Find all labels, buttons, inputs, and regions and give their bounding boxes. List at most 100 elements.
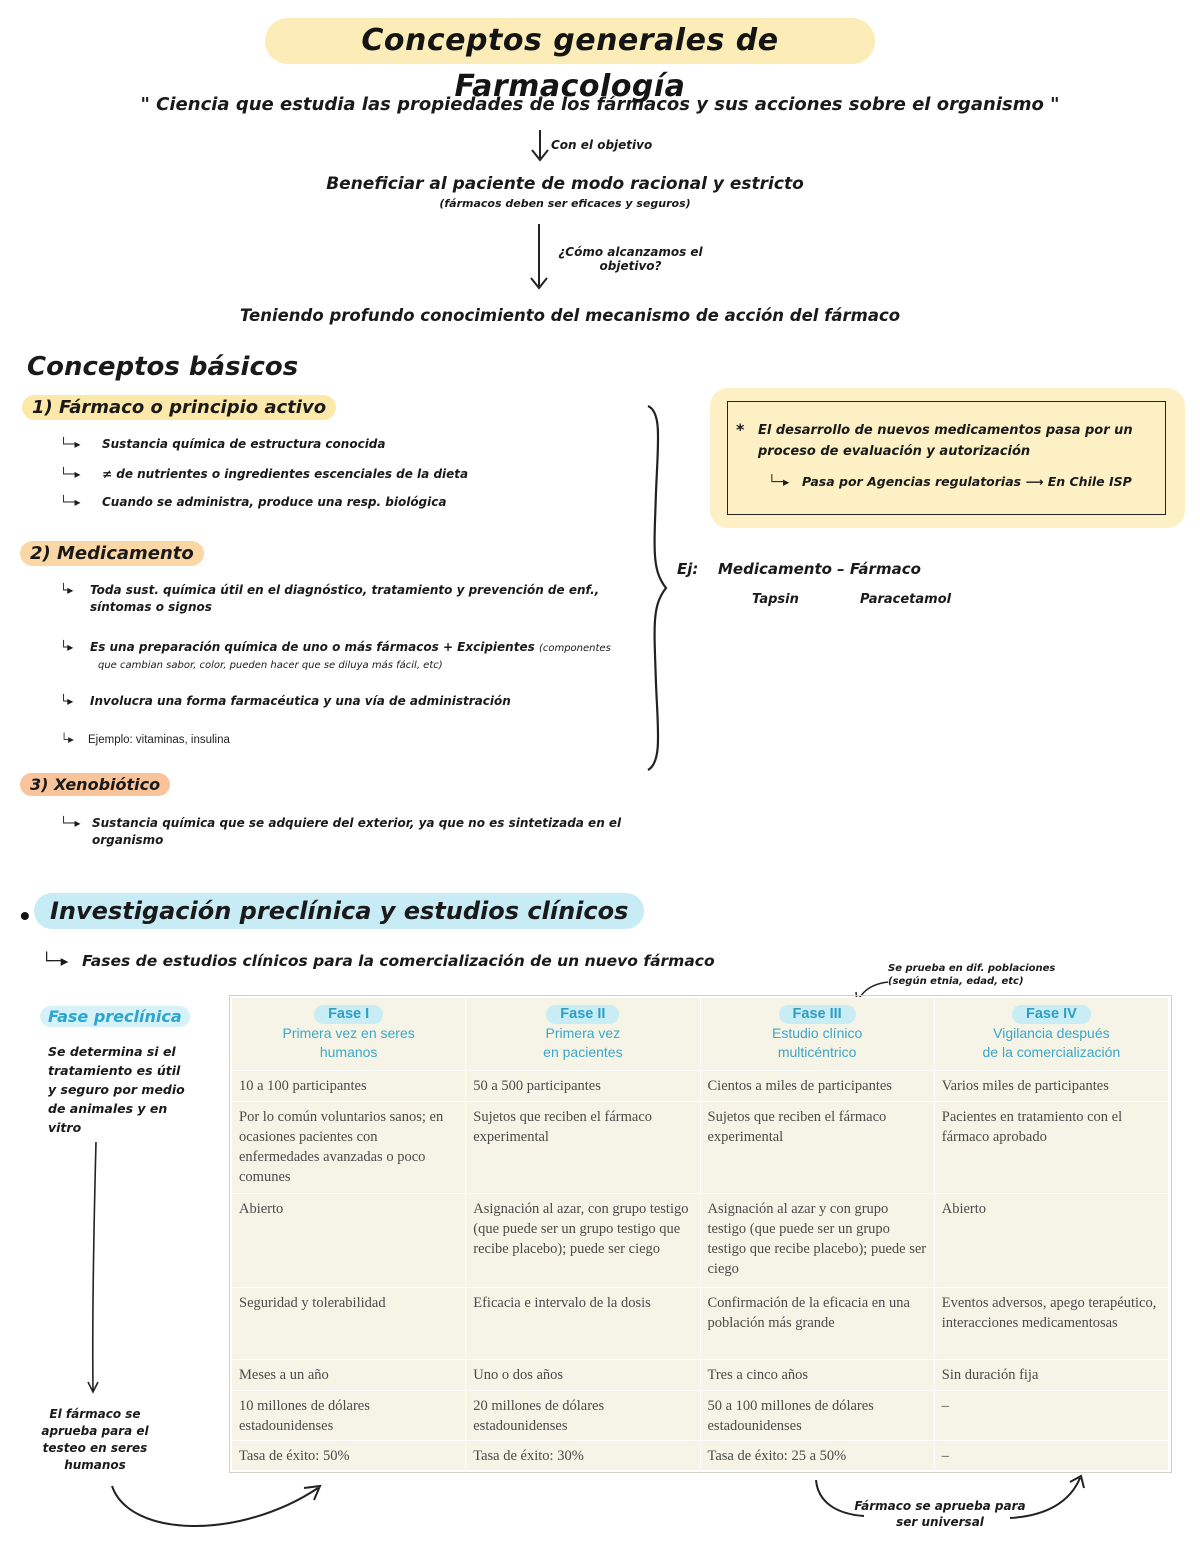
down-arrow-icon	[530, 224, 548, 290]
table-cell: Asignación al azar, con grupo testigo (q…	[465, 1193, 701, 1288]
table-row: Seguridad y tolerabilidad Eficacia e int…	[230, 1287, 1170, 1360]
preclinical-line: Se determina si el	[48, 1044, 176, 1059]
medicamento-item-text-cont: síntomas o signos	[90, 600, 212, 614]
table-cell: Seguridad y tolerabilidad	[230, 1287, 467, 1360]
phase-desc: en pacientes	[543, 1044, 623, 1060]
table-row: Por lo común voluntarios sanos; en ocasi…	[230, 1101, 1170, 1194]
curved-arrow-icon	[1009, 1474, 1085, 1519]
medicamento-item: └▸ Ejemplo: vitaminas, insulina	[60, 732, 660, 746]
preclinical-line: vitro	[48, 1120, 82, 1135]
medicamento-item-text: Toda sust. química útil en el diagnóstic…	[90, 583, 600, 597]
table-cell: Por lo común voluntarios sanos; en ocasi…	[230, 1101, 467, 1194]
xenobiotico-item-text: Sustancia química que se adquiere del ex…	[92, 816, 622, 830]
hook-arrow-icon: └─▸	[60, 816, 81, 830]
phase-desc: Vigilancia después	[993, 1025, 1110, 1041]
preclinical-text: Se determina si el tratamiento es útil y…	[48, 1042, 208, 1137]
flow-goal-note: (fármacos deben ser eficaces y seguros)	[439, 197, 691, 210]
farmaco-item-text: Sustancia química de estructura conocida	[102, 437, 386, 451]
down-arrow-icon	[531, 130, 549, 162]
medicamento-item: └▸ Involucra una forma farmacéutica y una…	[60, 694, 660, 708]
curly-brace-icon	[647, 404, 668, 771]
research-subtitle: └─▸Fases de estudios clínicos para la co…	[42, 952, 715, 970]
definition-text: " Ciencia que estudia las propiedades de…	[140, 94, 1060, 115]
down-arrow-icon	[87, 1141, 99, 1394]
preclinical-bottom-line: testeo en seres	[42, 1441, 148, 1455]
curved-arrow-icon	[111, 1484, 322, 1527]
note-text: El desarrollo de nuevos medicamentos pas…	[758, 420, 1168, 462]
bottom-note-line2: ser universal	[896, 1515, 984, 1529]
page-title: Conceptos generales de Farmacología	[265, 18, 875, 104]
table-cell: Abierto	[230, 1193, 467, 1288]
medicamento-item: └▸ Toda sust. química útil en el diagnóst…	[60, 582, 650, 616]
table-cell: 50 a 500 participantes	[465, 1070, 701, 1102]
fase3-note: Se prueba en dif. poblaciones (según etn…	[888, 962, 1055, 988]
phase-desc: multicéntrico	[777, 1044, 857, 1060]
table-cell: Tasa de éxito: 50%	[230, 1440, 467, 1471]
table-cell: –	[933, 1440, 1170, 1471]
table-cell: Eventos adversos, apego terapéutico, int…	[933, 1287, 1170, 1360]
table-cell: Confirmación de la eficacia en una pobla…	[699, 1287, 935, 1360]
table-cell: Sujetos que reciben el fármaco experimen…	[699, 1101, 935, 1194]
hook-arrow-icon: └─▸	[768, 474, 790, 489]
table-cell: 20 millones de dólares estadounidenses	[465, 1390, 701, 1441]
table-cell: 50 a 100 millones de dólares estadounide…	[699, 1390, 935, 1441]
example-prefix: Ej:	[677, 560, 699, 578]
preclinical-bottom-line: aprueba para el	[41, 1424, 149, 1438]
farmaco-item-text: Cuando se administra, produce una resp. …	[102, 495, 447, 509]
flow-step1-label: Con el objetivo	[551, 138, 653, 152]
table-cell: Cientos a miles de participantes	[699, 1070, 935, 1102]
note-highlight	[710, 388, 1185, 528]
flow-goal: Beneficiar al paciente de modo racional …	[326, 174, 804, 194]
preclinical-bottom-line: humanos	[64, 1458, 126, 1472]
note-line3: └─▸Pasa por Agencias regulatorias ⟶ En C…	[768, 474, 1132, 489]
fase3-note-line1: Se prueba en dif. poblaciones	[888, 963, 1056, 974]
preclinical-title: Fase preclínica	[40, 1006, 190, 1027]
fase3-note-line2: (según etnia, edad, etc)	[888, 976, 1024, 987]
preclinical-bottom: El fármaco se aprueba para el testeo en …	[30, 1406, 160, 1474]
preclinical-line: de animales y en	[48, 1101, 168, 1116]
research-subtitle-text: Fases de estudios clínicos para la comer…	[82, 952, 715, 970]
phase-desc: Estudio clínico	[771, 1025, 863, 1041]
medicamento-title: 2) Medicamento	[20, 541, 204, 566]
table-cell: Abierto	[933, 1193, 1170, 1288]
table-cell: Asignación al azar y con grupo testigo (…	[699, 1193, 935, 1288]
farmaco-item-text: ≠ de nutrientes o ingredientes escencial…	[102, 467, 469, 481]
table-row: Meses a un año Uno o dos años Tres a cin…	[230, 1359, 1170, 1391]
table-cell: Pacientes en tratamiento con el fármaco …	[933, 1101, 1170, 1194]
hook-arrow-icon: └▸	[60, 694, 74, 708]
flow-answer: Teniendo profundo conocimiento del mecan…	[239, 306, 901, 325]
hook-arrow-icon: └▸	[60, 583, 74, 597]
flow-step2-label: ¿Cómo alcanzamos el objetivo?	[548, 245, 713, 273]
table-cell: Sujetos que reciben el fármaco experimen…	[465, 1101, 701, 1194]
farmaco-title: 1) Fármaco o principio activo	[22, 395, 337, 420]
preclinical-bottom-line: El fármaco se	[49, 1407, 141, 1421]
table-cell: Tasa de éxito: 30%	[465, 1440, 701, 1471]
example-brand: Tapsin	[752, 592, 799, 607]
bottom-note: Fármaco se aprueba para ser universal	[850, 1498, 1030, 1530]
table-row: 10 millones de dólares estadounidenses 2…	[230, 1390, 1170, 1441]
table-cell: 10 millones de dólares estadounidenses	[230, 1390, 467, 1441]
flow-step2-line1: ¿Cómo alcanzamos el	[558, 245, 703, 259]
hook-arrow-icon: └▸	[60, 640, 74, 654]
table-frame	[229, 995, 1172, 1473]
table-cell: Tres a cinco años	[699, 1359, 935, 1391]
preclinical-line: tratamiento es útil	[48, 1063, 181, 1078]
note-line1: El desarrollo de nuevos medicamentos pas…	[758, 423, 1133, 438]
medicamento-item-text: Involucra una forma farmacéutica y una v…	[90, 694, 511, 708]
table-cell: 10 a 100 participantes	[230, 1070, 467, 1102]
star-icon: *	[736, 420, 745, 439]
example-drug: Paracetamol	[860, 592, 952, 607]
hook-arrow-icon: └▸	[60, 734, 74, 746]
table-cell: Uno o dos años	[465, 1359, 701, 1391]
farmaco-item: └─▸≠ de nutrientes o ingredientes escenc…	[60, 467, 660, 481]
table-row: 10 a 100 participantes 50 a 500 particip…	[230, 1070, 1170, 1102]
table-cell: Eficacia e intervalo de la dosis	[465, 1287, 701, 1360]
medicamento-example-text: Ejemplo: vitaminas, insulina	[88, 734, 230, 746]
table-row: Tasa de éxito: 50% Tasa de éxito: 30% Ta…	[230, 1440, 1170, 1471]
note-box	[727, 401, 1166, 515]
